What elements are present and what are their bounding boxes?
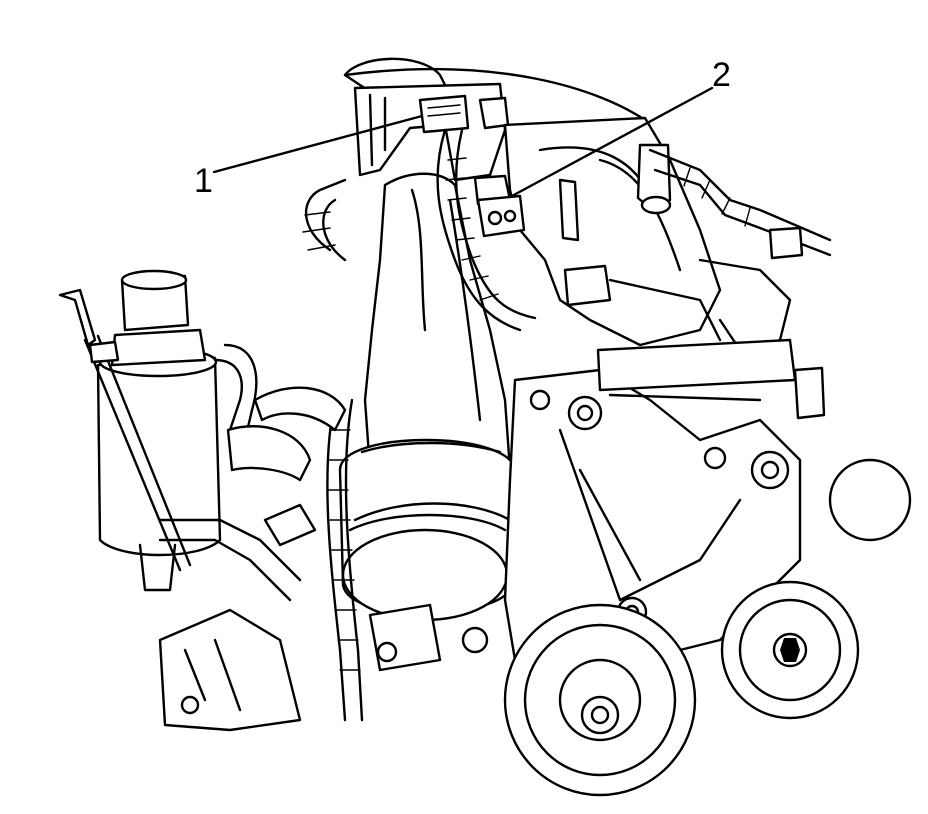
throttle-body-housing xyxy=(343,57,647,182)
pulley-right xyxy=(720,458,912,720)
intake-manifold xyxy=(503,116,792,352)
right-side-connectors xyxy=(563,226,826,420)
air-intake-duct xyxy=(338,172,517,622)
left-canister-assembly xyxy=(58,269,222,592)
callout-2-leader xyxy=(510,86,714,198)
callout-1-label: 1 xyxy=(194,162,213,200)
lower-left-bracket xyxy=(158,603,489,732)
electrical-connector-2 xyxy=(473,174,526,238)
pulley-large xyxy=(503,603,697,797)
callout-1-leader xyxy=(212,114,424,174)
callout-2-label: 2 xyxy=(712,56,731,94)
hose-lines xyxy=(158,343,347,602)
